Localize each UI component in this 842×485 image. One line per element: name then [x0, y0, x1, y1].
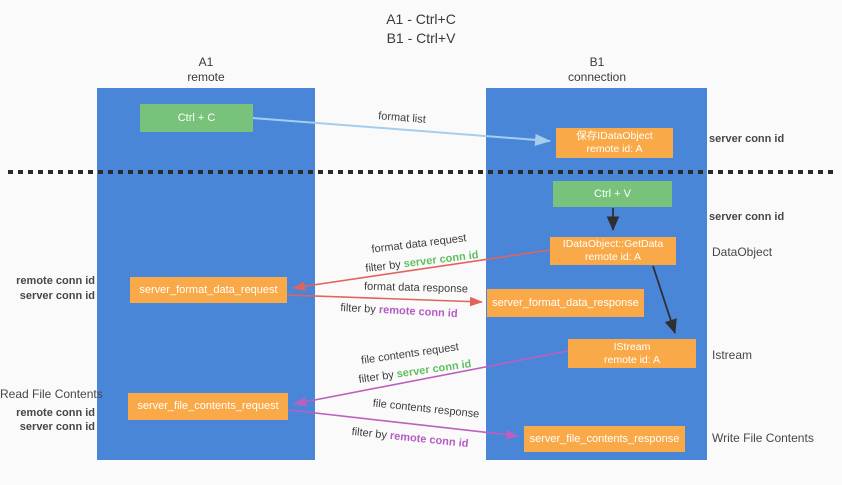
server-format-data-request-node: server_format_data_request — [130, 277, 287, 303]
server-format-data-request-label: server_format_data_request — [139, 283, 278, 296]
ctrl-v-node: Ctrl + V — [553, 181, 672, 207]
server-file-contents-response-label: server_file_contents_response — [529, 432, 680, 445]
ctrl-c-label: Ctrl + C — [177, 111, 216, 124]
side-label-server-conn-id-2: server conn id — [19, 421, 95, 433]
istream-line1: IStream — [613, 340, 651, 353]
label-format-list: format list — [377, 110, 427, 126]
arrow-format-data-response — [286, 294, 483, 307]
side-label-server-conn-id-mid: server conn id — [709, 211, 785, 223]
side-label-remote-conn-id-1: remote conn id — [16, 275, 95, 287]
save-idataobject-line2: remote id: A — [586, 143, 643, 155]
phase-separator-dotted-line — [8, 170, 838, 174]
side-label-server-conn-id-top: server conn id — [709, 133, 785, 145]
server-file-contents-request-label: server_file_contents_request — [137, 400, 279, 412]
side-label-read-file-contents: Read File Contents — [0, 387, 103, 401]
side-label-remote-conn-id-2: remote conn id — [16, 407, 95, 419]
side-label-dataobject: DataObject — [712, 245, 773, 259]
server-file-contents-response-node: server_file_contents_response — [524, 426, 685, 452]
lane-b1-name: B1 — [589, 55, 605, 69]
title-line-1: A1 - Ctrl+C — [386, 11, 456, 27]
ctrl-v-label: Ctrl + V — [594, 187, 631, 200]
label-filter-by-remote-conn-id-2: filter by remote conn id — [351, 425, 469, 451]
idataobject-getdata-node: IDataObject::GetData remote id: A — [550, 237, 676, 265]
getdata-line1: IDataObject::GetData — [562, 238, 664, 250]
side-label-istream: Istream — [712, 348, 753, 362]
lane-a1-role: remote — [187, 70, 225, 84]
side-label-write-file-contents: Write File Contents — [712, 431, 814, 445]
title-line-2: B1 - Ctrl+V — [386, 30, 456, 46]
lane-header-a1: A1 remote — [146, 55, 266, 85]
server-format-data-response-node: server_format_data_response — [487, 289, 644, 317]
label-file-contents-response: file contents response — [372, 397, 480, 421]
label-format-data-response: format data response — [363, 280, 469, 296]
lane-a1-name: A1 — [198, 55, 214, 69]
diagram-title: A1 - Ctrl+C B1 - Ctrl+V — [321, 10, 521, 48]
lane-header-b1: B1 connection — [537, 55, 657, 85]
side-label-server-conn-id-1: server conn id — [19, 290, 95, 302]
istream-node: IStream remote id: A — [568, 339, 696, 368]
save-idataobject-node: 保存IDataObject remote id: A — [556, 128, 673, 158]
server-file-contents-request-node: server_file_contents_request — [128, 393, 288, 420]
label-filter-by-remote-conn-id-1: filter by remote conn id — [340, 301, 458, 321]
save-idataobject-line1: 保存IDataObject — [576, 130, 653, 142]
getdata-line2: remote id: A — [584, 251, 642, 263]
lane-b1-role: connection — [567, 70, 627, 84]
server-format-data-response-label: server_format_data_response — [492, 296, 639, 309]
istream-line2: remote id: A — [603, 353, 661, 366]
ctrl-c-node: Ctrl + C — [140, 104, 253, 132]
